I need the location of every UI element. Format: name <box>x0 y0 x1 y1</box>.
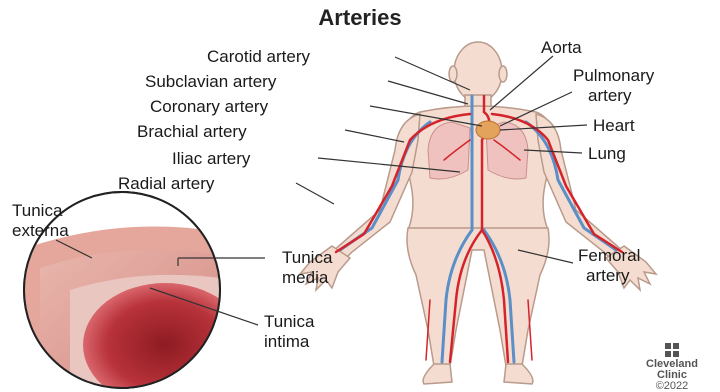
cleveland-clinic-logo: Cleveland Clinic ©2022 <box>628 343 716 392</box>
label-femoral-line2: artery <box>586 266 629 285</box>
label-aorta: Aorta <box>541 38 582 57</box>
logo-year: ©2022 <box>628 381 716 392</box>
label-brachial-artery: Brachial artery <box>137 122 247 141</box>
right-foot <box>423 364 452 384</box>
label-subclavian-artery: Subclavian artery <box>145 72 276 91</box>
label-heart: Heart <box>593 116 635 135</box>
label-pulmonary-line2: artery <box>588 86 631 105</box>
label-iliac-artery: Iliac artery <box>172 149 250 168</box>
label-radial-artery: Radial artery <box>118 174 214 193</box>
label-tunica-intima-line1: Tunica <box>264 312 314 331</box>
label-pulmonary-line1: Pulmonary <box>573 66 654 85</box>
label-tunica-externa-line1: Tunica <box>12 201 62 220</box>
label-tunica-media-line2: media <box>282 268 328 287</box>
label-lung: Lung <box>588 144 626 163</box>
label-coronary-artery: Coronary artery <box>150 97 268 116</box>
heart-organ <box>476 121 500 139</box>
left-foot <box>504 364 533 384</box>
label-tunica-media-line1: Tunica <box>282 248 332 267</box>
cleveland-clinic-icon <box>665 343 679 357</box>
legs <box>407 228 549 366</box>
head <box>454 42 502 102</box>
label-tunica-externa-line2: externa <box>12 221 69 240</box>
label-femoral-line1: Femoral <box>578 246 640 265</box>
label-carotid-artery: Carotid artery <box>207 47 310 66</box>
label-tunica-intima-line2: intima <box>264 332 309 351</box>
